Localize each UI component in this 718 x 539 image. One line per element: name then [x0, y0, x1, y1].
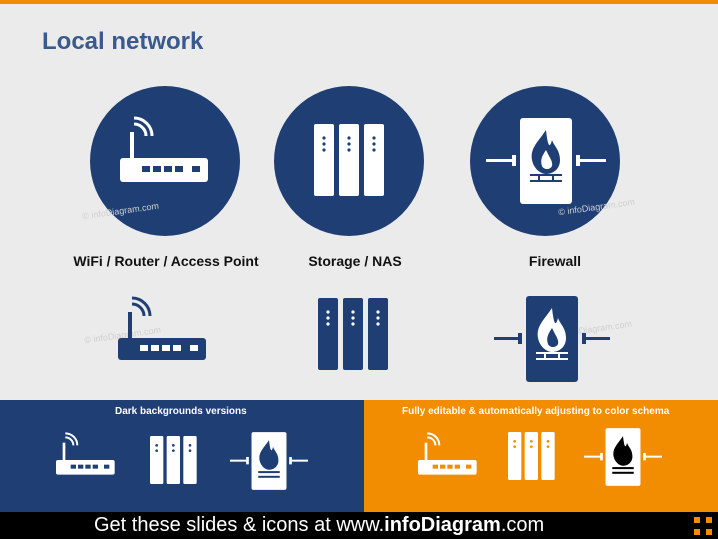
- firewall-icon: [486, 118, 606, 204]
- orange-panel-title: Fully editable & automatically adjusting…: [402, 406, 670, 417]
- storage-icon: [150, 436, 197, 484]
- footer-brand[interactable]: infoDiagram: [384, 514, 501, 536]
- firewall-icon: [230, 432, 308, 490]
- firewall-icon: [584, 428, 662, 486]
- storage-icon: [508, 432, 555, 480]
- router-icon: [120, 116, 208, 182]
- firewall-label: Firewall: [528, 253, 582, 269]
- router-icon: [418, 432, 477, 475]
- router-icon: [56, 432, 115, 475]
- footer-suffix: .com: [500, 514, 545, 536]
- footer-banner: Get these slides & icons at www.infoDiag…: [0, 512, 718, 539]
- storage-icon: [318, 298, 388, 370]
- dark-background-panel: Dark backgrounds versions: [0, 400, 364, 512]
- top-accent-bar: [0, 0, 718, 4]
- orange-background-panel: Fully editable & automatically adjusting…: [364, 400, 718, 512]
- footer-prefix: Get these slides & icons at www.: [94, 514, 385, 536]
- logo-icon: [694, 517, 712, 535]
- storage-icon: [314, 124, 384, 196]
- router-label: WiFi / Router / Access Point: [73, 253, 259, 269]
- storage-label: Storage / NAS: [308, 253, 402, 269]
- footer-text: Get these slides & icons at www.infoDiag…: [94, 514, 544, 537]
- router-icon: [118, 296, 206, 360]
- firewall-icon: [494, 296, 610, 382]
- dark-panel-title: Dark backgrounds versions: [115, 406, 247, 417]
- page-title: Local network: [42, 28, 204, 55]
